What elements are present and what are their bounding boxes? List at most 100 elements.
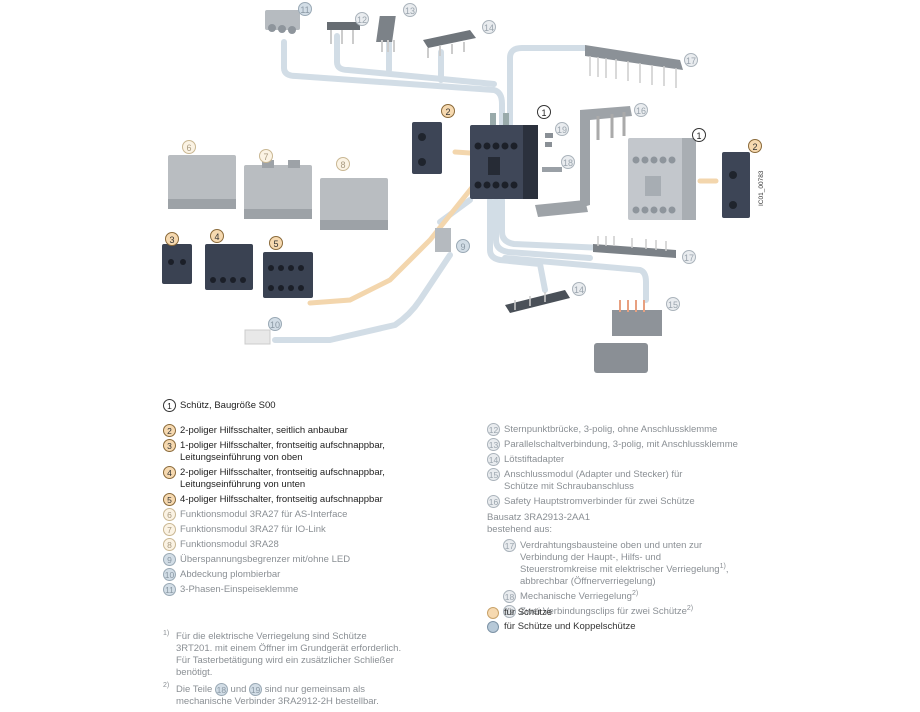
connection-clip [545, 133, 553, 138]
aux-switch-front-4pole [263, 252, 313, 298]
diagram-badge-14: 14 [482, 20, 496, 34]
footnote-1: 1) Für die elektrische Verriegelung sind … [163, 630, 403, 679]
legend-badge: 15 [487, 468, 500, 481]
diagram-badge-13: 13 [403, 3, 417, 17]
color-key-contactors: für Schütze [487, 607, 636, 619]
legend-text: Parallelschaltverbindung, 3-polig, mit A… [504, 439, 738, 450]
legend-badge: 17 [503, 539, 516, 552]
footnote-text: Für die elektrische Verriegelung sind Sc… [176, 631, 402, 678]
legend-badge: 1 [163, 399, 176, 412]
contactor-main [470, 113, 538, 199]
legend-text: Schütz, Baugröße S00 [180, 400, 276, 411]
legend-badge: 2 [163, 424, 176, 437]
parallel-link [376, 16, 396, 52]
diagram-badge-7: 7 [259, 149, 273, 163]
footnotes: 1) Für die elektrische Verriegelung sind … [163, 630, 403, 712]
legend-badge: 10 [163, 568, 176, 581]
legend-badge: 12 [487, 423, 500, 436]
legend-text: Safety Hauptstromverbinder für zwei Schü… [504, 496, 695, 507]
kit-title-line1: Bausatz 3RA2913-2AA1 [487, 512, 590, 523]
aux-switch-front-1pole [162, 244, 192, 284]
diagram-badge-9: 9 [456, 239, 470, 253]
diagram-badge-14b: 14 [572, 282, 586, 296]
surge-suppressor [435, 228, 451, 252]
aux-switch-side-right [722, 152, 750, 218]
contactor-right [628, 138, 696, 220]
accessory-diagram: 1 1 2 2 3 4 5 6 7 8 9 10 11 12 13 14 14 … [162, 2, 765, 373]
legend-text: Funktionsmodul 3RA27 für AS-Interface [180, 509, 348, 520]
color-key: für Schütze für Schütze und Koppelschütz… [487, 607, 636, 635]
legend-text: Lötstiftadapter [504, 454, 565, 465]
legend-item: 16 Safety Hauptstromverbinder für zwei Sc… [487, 495, 747, 508]
legend-text: Überspannungsbegrenzer mit/ohne LED [180, 554, 351, 565]
diagram-badge-10: 10 [268, 317, 282, 331]
diagram-badge-11: 11 [298, 2, 312, 16]
three-phase-terminal [265, 10, 300, 34]
diagram-badge-8: 8 [336, 157, 350, 171]
diagram-badge-15: 15 [666, 297, 680, 311]
legend-badge: 7 [163, 523, 176, 536]
color-key-coupling-relays: für Schütze und Koppelschütze [487, 621, 636, 633]
legend-badge: 16 [487, 495, 500, 508]
orange-swatch-icon [487, 607, 499, 619]
aux-switch-side-left [412, 122, 442, 174]
legend-text: 2-poliger Hilfsschalter, frontseitig auf… [180, 467, 385, 490]
legend-item: 4 2-poliger Hilfsschalter, frontseitig au… [163, 466, 400, 491]
legend-badge: 4 [163, 466, 176, 479]
diagram-badge-17: 17 [684, 53, 698, 67]
diagram-badge-5: 5 [269, 236, 283, 250]
color-key-label: für Schütze [504, 607, 553, 618]
legend-badge: 11 [163, 583, 176, 596]
legend-text: 2-poliger Hilfsschalter, seitlich anbaub… [180, 425, 348, 436]
legend-badge: 18 [503, 590, 516, 603]
diagram-badge-4: 4 [210, 229, 224, 243]
function-module-iolink [244, 160, 312, 219]
star-bridge [327, 22, 360, 44]
aux-switch-front-2pole [205, 244, 253, 290]
wiring-block-top [585, 45, 683, 88]
sealable-cover [244, 329, 271, 345]
legend-badge: 6 [163, 508, 176, 521]
function-module-3ra28 [320, 178, 388, 230]
legend-badge: 13 [487, 438, 500, 451]
footnote-ref: 2) [686, 604, 694, 612]
legend-item: 2 2-poliger Hilfsschalter, seitlich anbau… [163, 424, 483, 437]
drawing-code: IC01_00783 [758, 170, 765, 206]
legend-text: Abdeckung plombierbar [180, 569, 281, 580]
diagram-drawing [162, 10, 750, 373]
solder-pin-adapter-lower [505, 290, 570, 313]
footnote-mark: 1) [163, 630, 170, 637]
blue-swatch-icon [487, 621, 499, 633]
footnote-mark: 2) [163, 682, 170, 689]
kit-item: 18 Mechanische Verriegelung2) [503, 589, 738, 603]
legend-item: 11 3-Phasen-Einspeiseklemme [163, 583, 483, 596]
diagram-badge-2: 2 [441, 104, 455, 118]
diagram-badge-1: 1 [537, 105, 551, 119]
legend-text: Funktionsmodul 3RA28 [180, 539, 279, 550]
kit-title-line2: bestehend aus: [487, 524, 552, 535]
legend-item: 1 Schütz, Baugröße S00 [163, 399, 483, 412]
diagram-badge-12: 12 [355, 12, 369, 26]
legend-text: 3-Phasen-Einspeiseklemme [180, 584, 299, 595]
kit-item-text: Mechanische Verriegelung [520, 591, 632, 602]
legend-item: 10 Abdeckung plombierbar [163, 568, 483, 581]
footnote-ref: 2) [631, 589, 639, 597]
legend-item: 13 Parallelschaltverbindung, 3-polig, mit… [487, 438, 747, 451]
kit-item-text-after: , abbrechbar (Öffnerverriegelung) [520, 564, 729, 587]
legend-badge: 9 [163, 553, 176, 566]
kit-title: Bausatz 3RA2913-2AA1 bestehend aus: [487, 512, 747, 536]
kit-item-text: Zwei Verbindungsclips für zwei Schütze [520, 606, 687, 617]
mechanical-interlock [542, 167, 562, 172]
legend-badge: 3 [163, 439, 176, 452]
